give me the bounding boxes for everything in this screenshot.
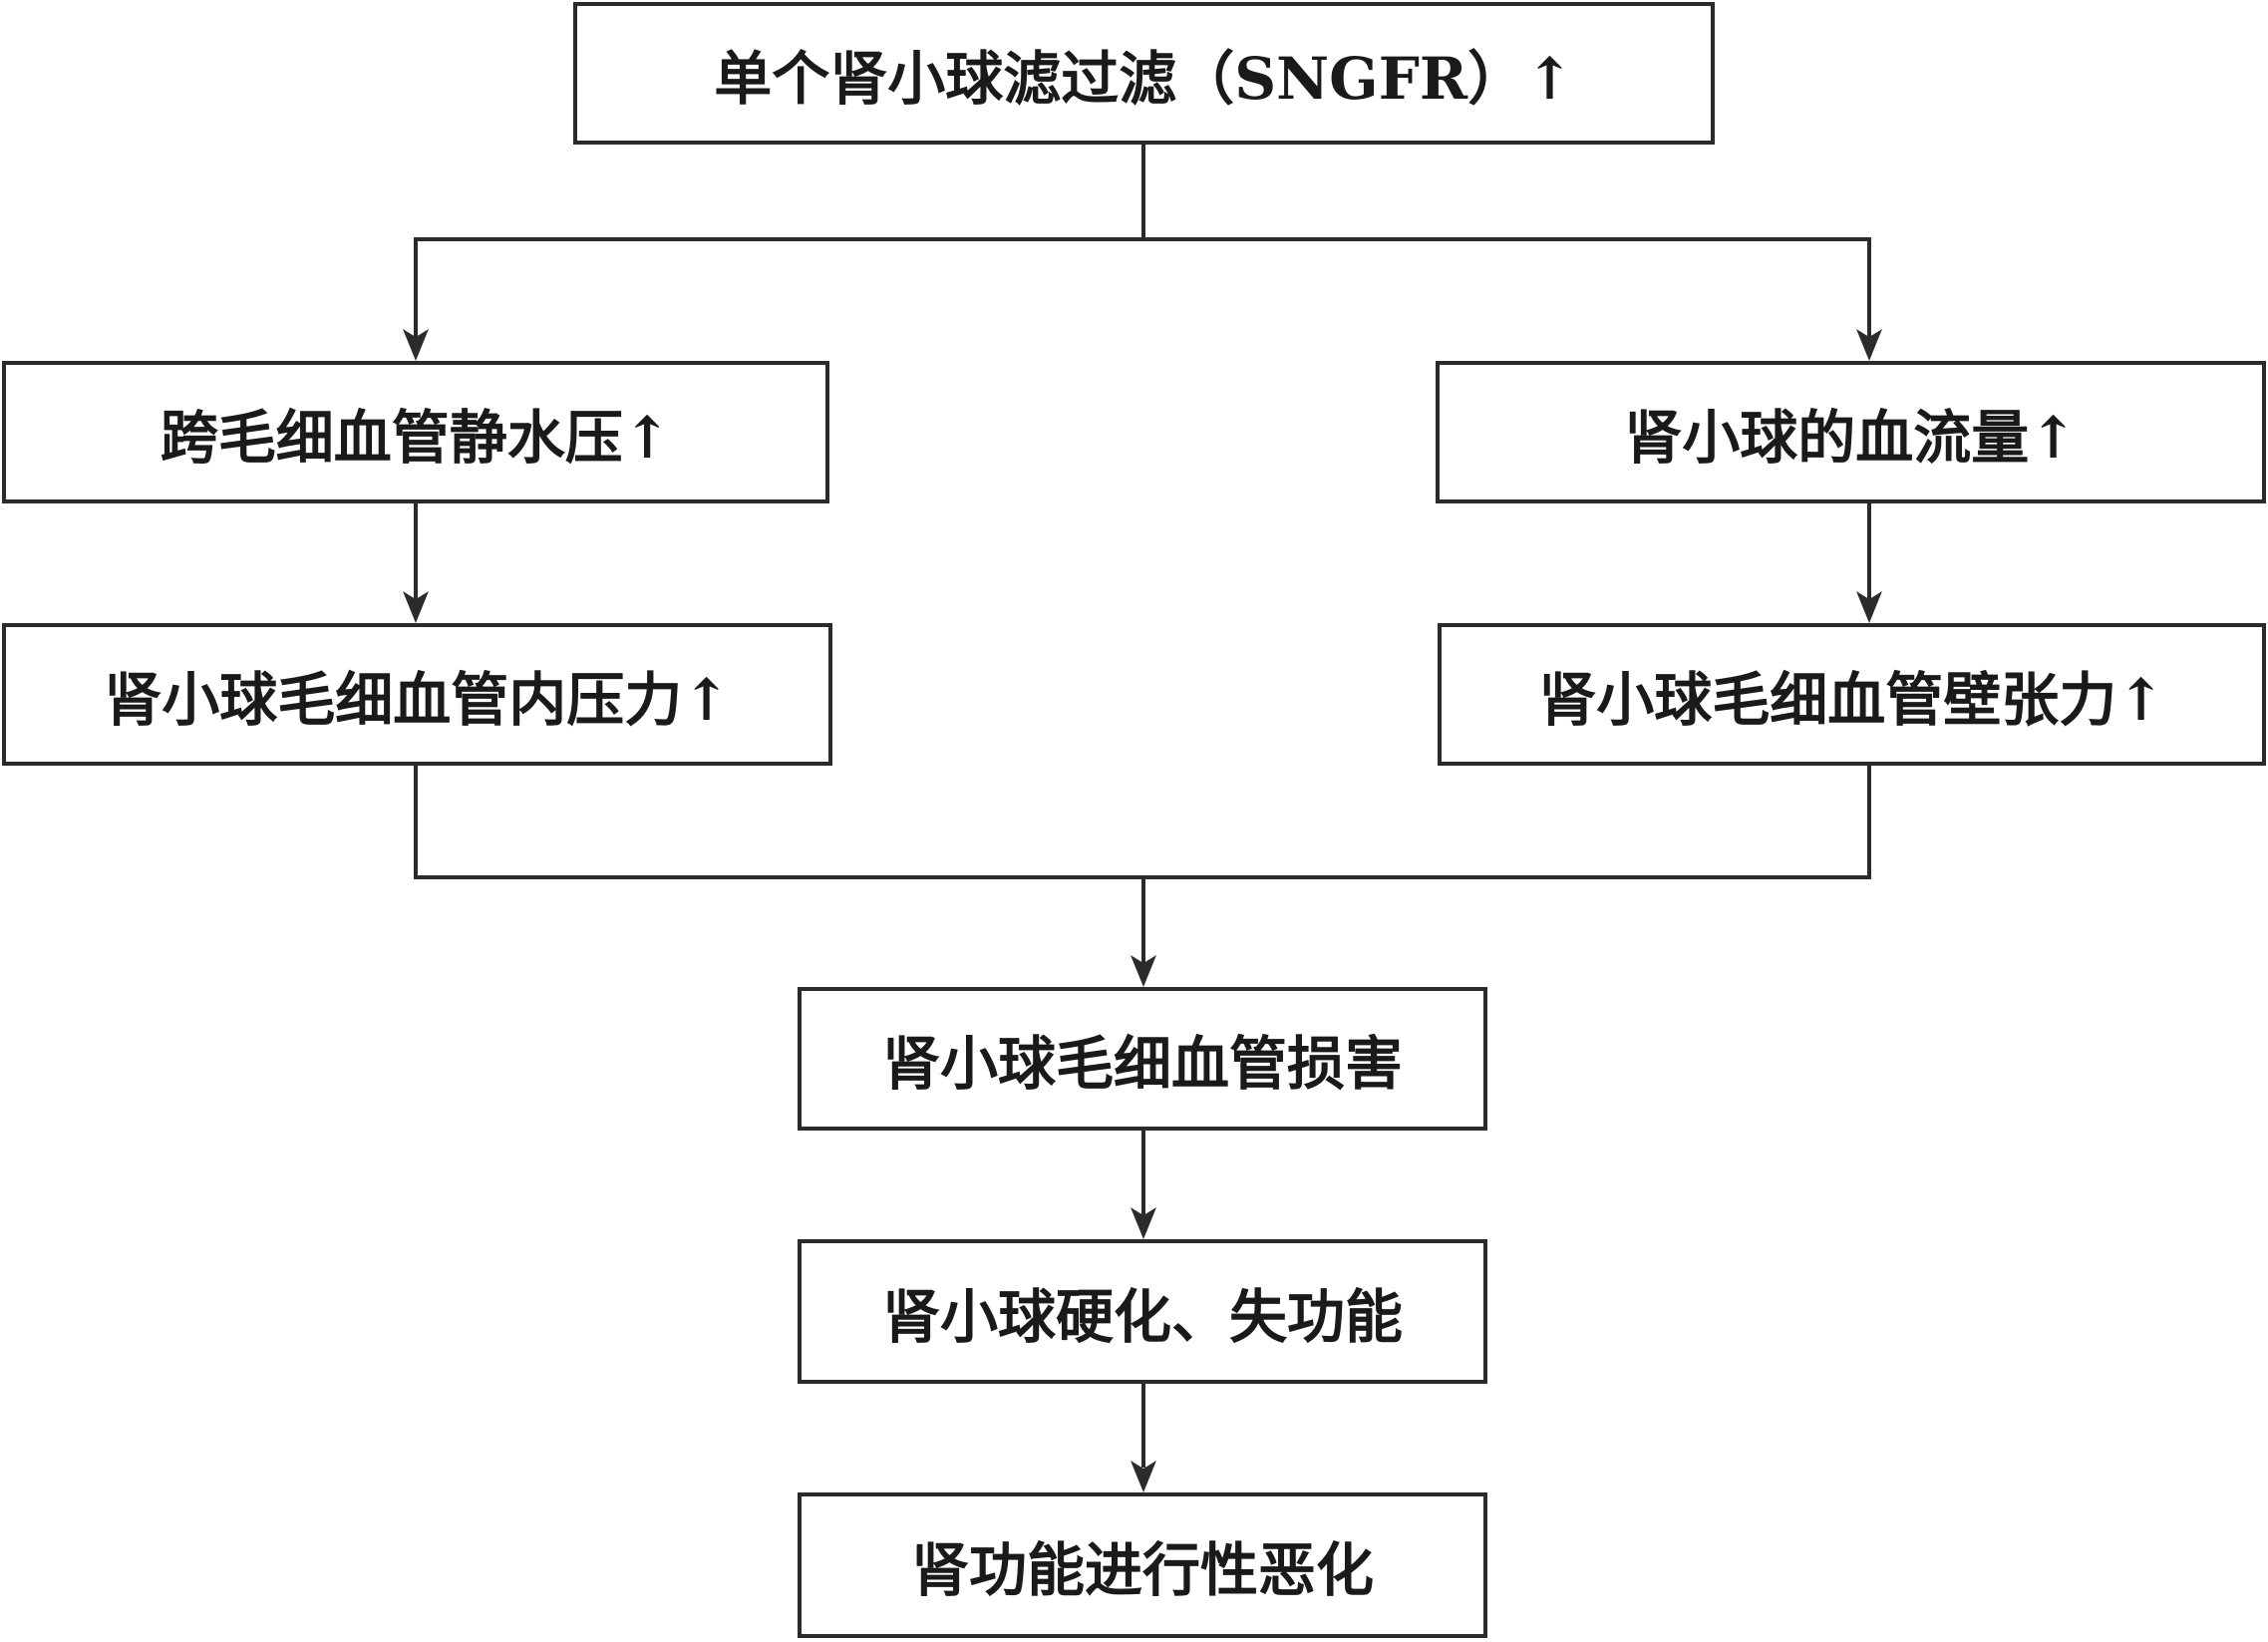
split-connector-right (1143, 237, 1871, 339)
node-transcap-pressure: 跨毛细血管静水压↑ (2, 361, 829, 503)
node-label: 肾功能进行性恶化 (910, 1536, 1374, 1604)
node-glomerular-flow: 肾小球的血流量↑ (1436, 361, 2266, 503)
arrowhead (1131, 1207, 1156, 1239)
node-cap-internal-pressure: 肾小球毛细血管内压力↑ (2, 623, 832, 766)
node-label: 肾小球硬化、失功能 (881, 1282, 1403, 1351)
arrowhead (1856, 329, 1882, 361)
node-renal-decline: 肾功能进行性恶化 (798, 1492, 1487, 1638)
node-sclerosis: 肾小球硬化、失功能 (798, 1239, 1487, 1384)
node-label: 肾小球毛细血管内压力↑ (104, 665, 731, 734)
arrowhead (1856, 591, 1882, 623)
node-label: 肾小球毛细血管损害 (881, 1030, 1403, 1098)
arrowhead (403, 329, 429, 361)
arrowhead (1131, 955, 1156, 987)
arrowhead (403, 591, 429, 623)
node-label: 单个肾小球滤过滤（SNGFR）↑ (714, 44, 1574, 113)
split-connector (414, 145, 1145, 339)
arrowhead (1131, 1461, 1156, 1492)
node-sngfr: 单个肾小球滤过滤（SNGFR）↑ (573, 2, 1715, 145)
node-cap-damage: 肾小球毛细血管损害 (798, 987, 1487, 1131)
node-label: 跨毛细血管静水压↑ (160, 403, 672, 472)
node-label: 肾小球毛细血管壁张力↑ (1538, 665, 2165, 734)
node-label: 肾小球的血流量↑ (1624, 403, 2078, 472)
merge-connector (414, 766, 1871, 879)
node-cap-wall-tension: 肾小球毛细血管壁张力↑ (1438, 623, 2266, 766)
